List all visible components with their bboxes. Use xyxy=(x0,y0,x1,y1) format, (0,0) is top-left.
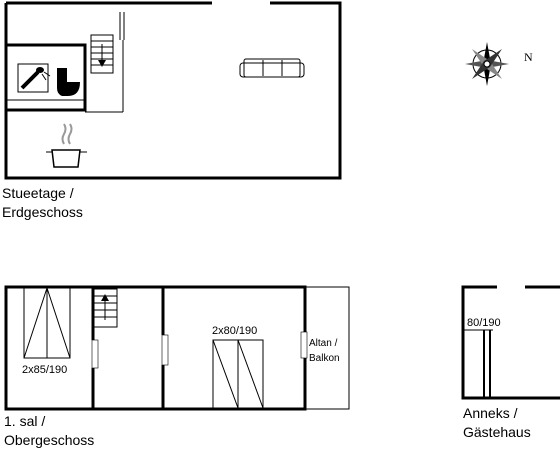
bed-right-icon xyxy=(212,339,264,409)
cooking-pot-icon xyxy=(46,123,87,168)
door-opening xyxy=(161,334,169,366)
stairs-down-icon xyxy=(90,34,114,74)
annex-label-line2: Gästehaus xyxy=(463,424,531,440)
bathroom-walls xyxy=(6,43,87,112)
shower-icon xyxy=(17,63,51,93)
balcony-label-line1: Altan / xyxy=(309,338,338,349)
balcony-outline xyxy=(305,286,350,410)
ground-floor-wall-outer xyxy=(4,1,342,180)
stairs-up-icon xyxy=(92,288,118,328)
annex-walls xyxy=(461,285,560,400)
balcony-label-line2: Balkon xyxy=(309,353,340,364)
bed-left-size: 2x85/190 xyxy=(22,364,67,376)
door-opening xyxy=(91,339,99,369)
bed-right-size: 2x80/190 xyxy=(212,325,257,337)
first-floor-label-line1: 1. sal / xyxy=(4,413,45,429)
balcony-door-opening xyxy=(300,331,308,359)
ground-floor-label-line2: Erdgeschoss xyxy=(2,204,83,220)
first-floor-walls xyxy=(4,285,307,411)
bed-left-icon xyxy=(23,287,71,359)
toilet-icon xyxy=(57,68,80,96)
first-floor-plan xyxy=(4,285,350,411)
ground-floor-plan xyxy=(4,1,342,180)
annex-bed-size: 80/190 xyxy=(467,317,501,329)
ground-floor-label-line1: Stueetage / xyxy=(2,185,74,201)
compass-rose-icon xyxy=(465,42,509,86)
annex-plan xyxy=(461,285,560,400)
compass-north-label: N xyxy=(524,50,533,64)
first-floor-label-line2: Obergeschoss xyxy=(4,432,94,448)
sofa-icon xyxy=(239,58,305,78)
annex-label-line1: Anneks / xyxy=(463,405,518,421)
